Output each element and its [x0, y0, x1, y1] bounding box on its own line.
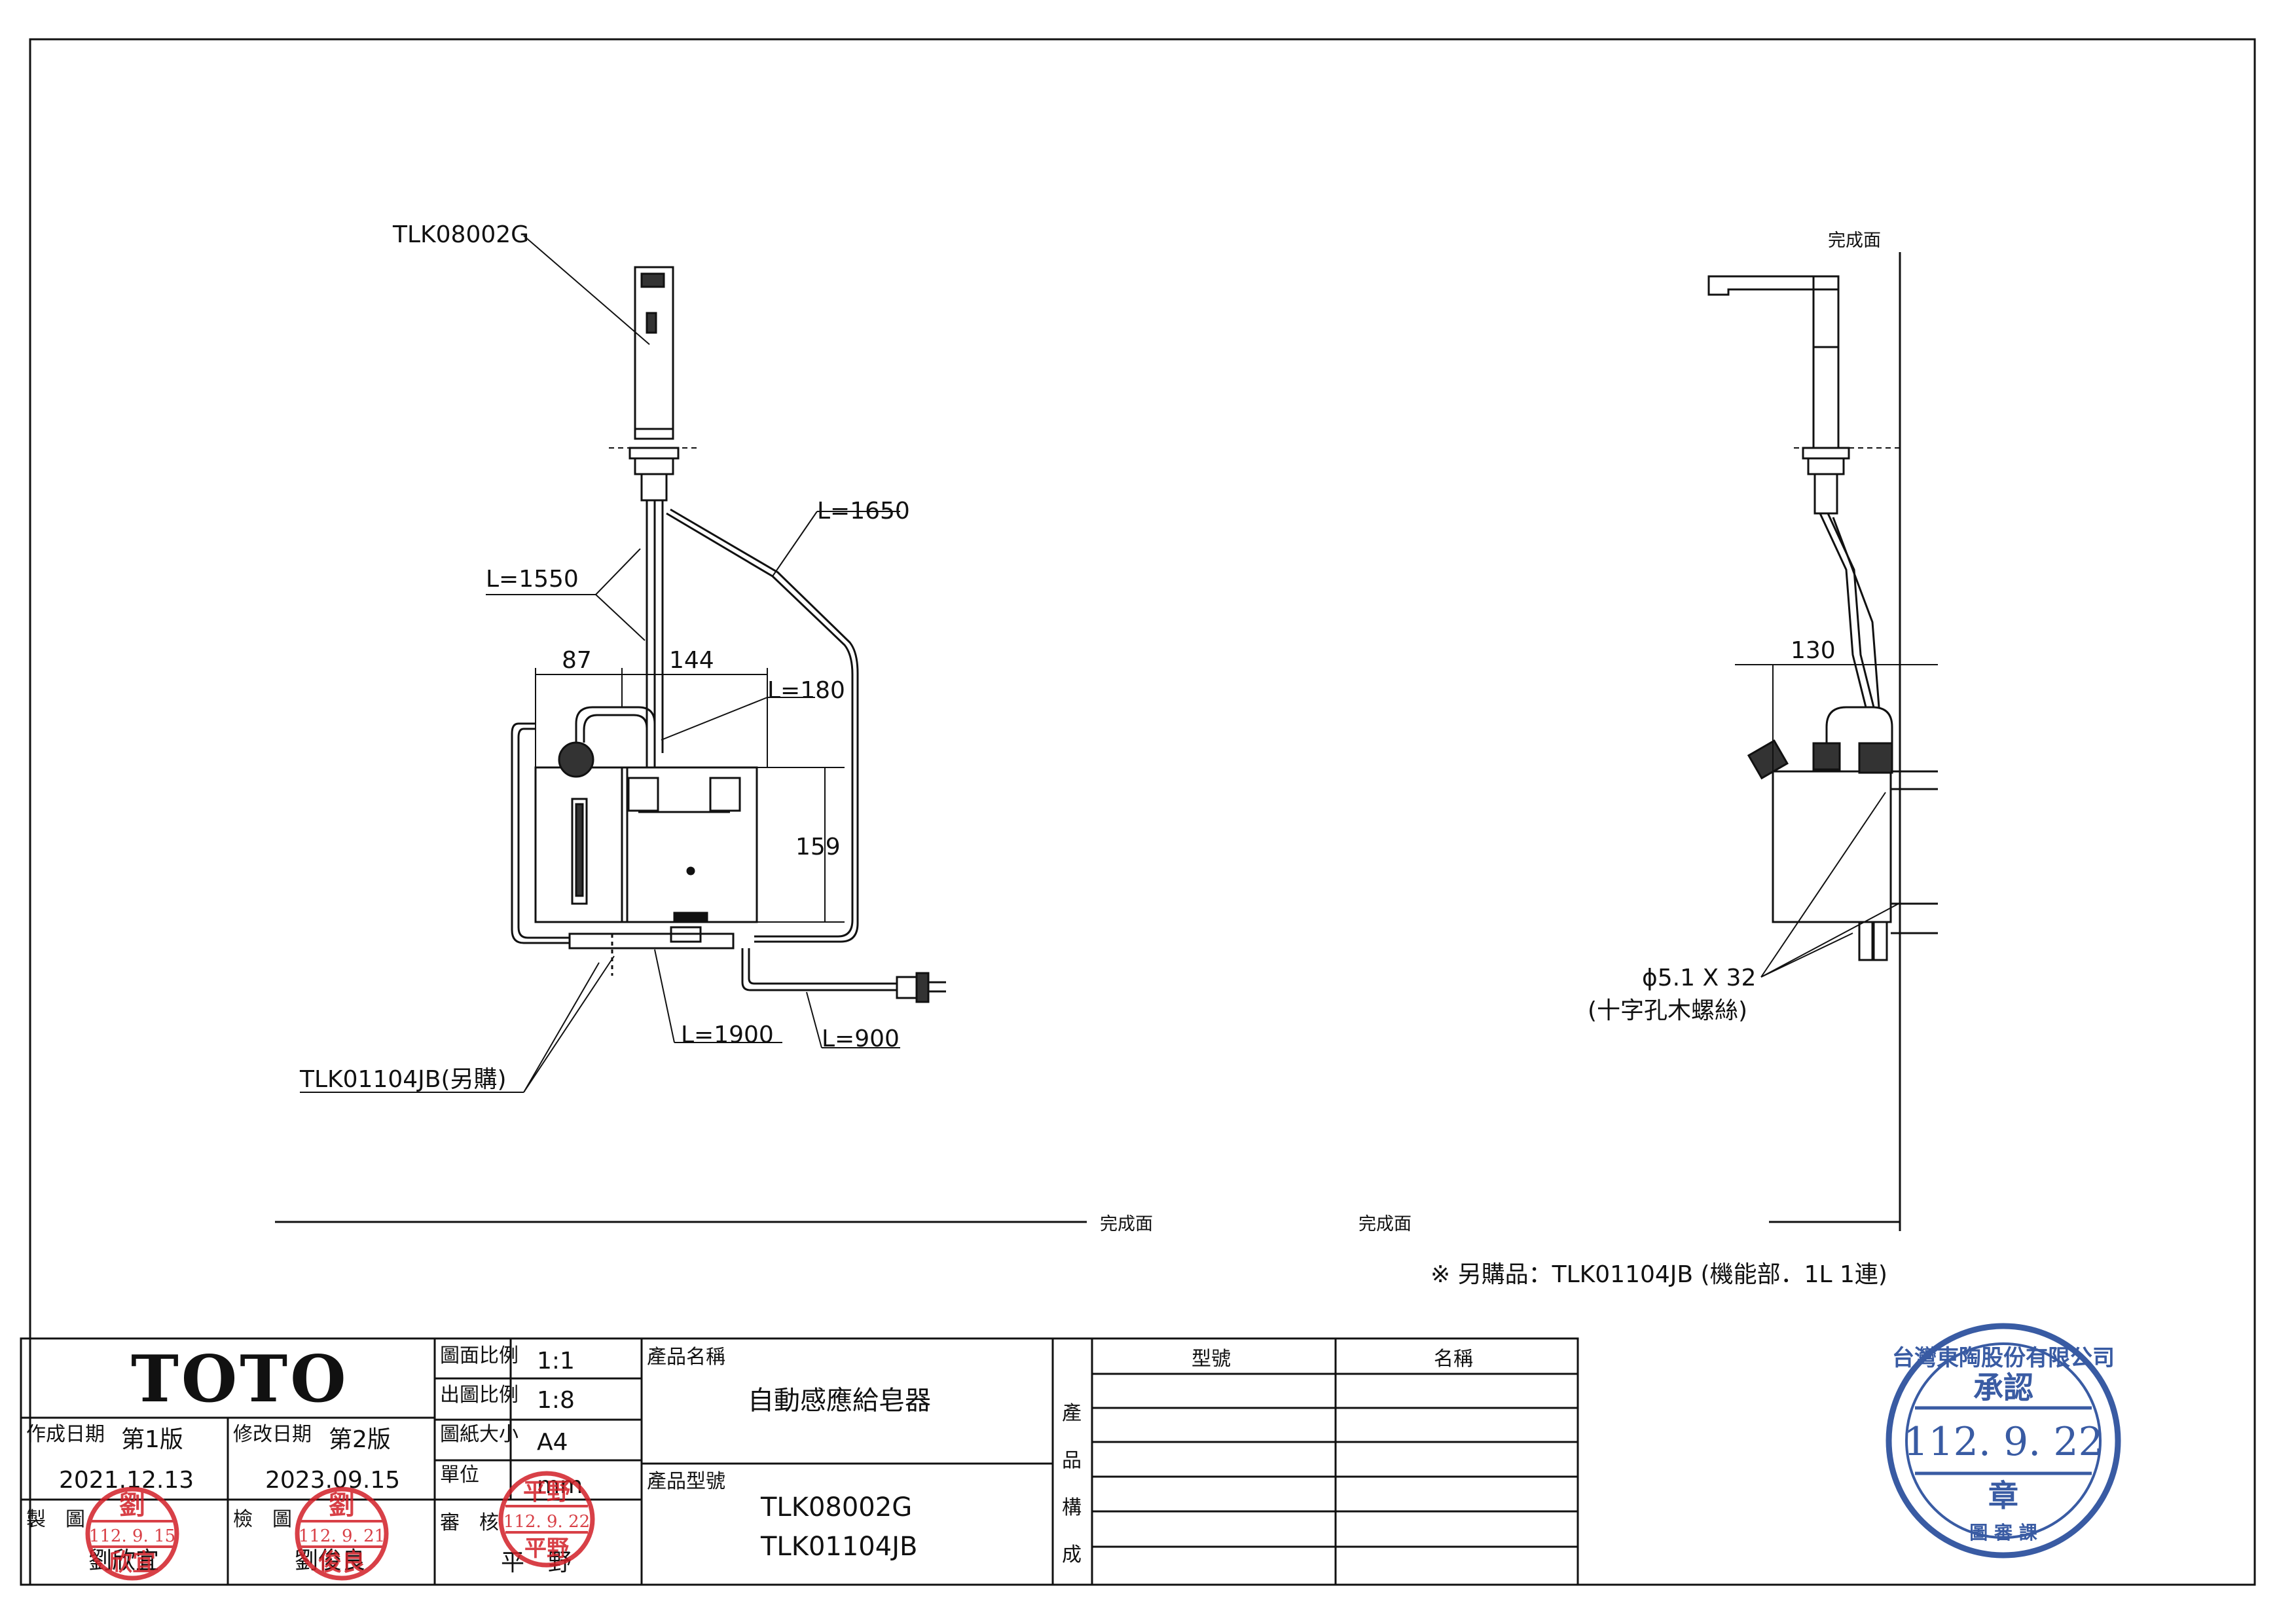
- approved-label: 審 核: [440, 1511, 499, 1534]
- drawn-name: 劉欣宜: [88, 1547, 159, 1574]
- reviewed-approval-stamp: 平野 112. 9. 22 平野: [498, 1471, 595, 1568]
- paper-label: 圖紙大小: [440, 1423, 519, 1446]
- side-dimensions: [1735, 664, 1938, 978]
- svg-text:劉: 劉: [329, 1490, 355, 1521]
- faucet-body: [634, 266, 674, 440]
- mounting-nut: [629, 447, 680, 460]
- base-bracket: [568, 932, 735, 950]
- created-label: 作成日期: [26, 1423, 105, 1446]
- composition-char-3: 構: [1062, 1496, 1082, 1519]
- svg-text:章: 章: [1988, 1478, 2018, 1513]
- label-dim-144: 144: [669, 647, 714, 674]
- svg-text:112. 9. 15: 112. 9. 15: [89, 1526, 175, 1546]
- svg-text:欣宜: 欣宜: [109, 1549, 156, 1576]
- level-window: [571, 798, 588, 905]
- toto-logo: TOTO: [131, 1342, 349, 1417]
- svg-text:112. 9. 21: 112. 9. 21: [299, 1526, 385, 1546]
- created-edition: 第1版: [121, 1426, 183, 1453]
- column-header-model: 型號: [1192, 1348, 1231, 1371]
- label-cable-l1650: L=1650: [817, 498, 910, 525]
- label-cable-l1900: L=1900: [681, 1022, 774, 1048]
- svg-text:平野: 平野: [524, 1536, 569, 1562]
- front-view: [275, 266, 1087, 1223]
- side-spout: [1707, 275, 1840, 296]
- drawn-approval-stamp: 劉 112. 9. 15 欣宜: [85, 1486, 179, 1581]
- product-model-label: 產品型號: [647, 1470, 725, 1493]
- svg-text:劉: 劉: [119, 1490, 145, 1521]
- svg-text:112. 9. 22: 112. 9. 22: [1903, 1419, 2103, 1465]
- label-finish-surface-left: 完成面: [1100, 1214, 1153, 1234]
- label-cable-l1550: L=1550: [486, 566, 579, 593]
- column-header-name: 名稱: [1434, 1348, 1473, 1371]
- composition-char-1: 產: [1062, 1402, 1082, 1425]
- side-unit-box: [1772, 770, 1892, 923]
- faucet-sensor: [646, 312, 657, 334]
- soap-unit-box: [534, 766, 758, 923]
- label-unit-model: TLK01104JB(另購): [299, 1066, 507, 1093]
- svg-text:台灣東陶股份有限公司: 台灣東陶股份有限公司: [1892, 1345, 2115, 1371]
- svg-text:平野: 平野: [523, 1478, 570, 1505]
- print-scale-value: 1:8: [537, 1387, 575, 1414]
- product-name-label: 產品名稱: [647, 1346, 725, 1369]
- composition-char-2: 品: [1062, 1449, 1082, 1472]
- label-dim-130: 130: [1791, 637, 1836, 664]
- checked-label: 檢 圖: [233, 1508, 292, 1531]
- checked-approval-stamp: 劉 112. 9. 21 俊良: [295, 1486, 389, 1581]
- title-block: [20, 1337, 1579, 1586]
- svg-text:112. 9. 22: 112. 9. 22: [503, 1512, 590, 1532]
- label-finish-surface-right: 完成面: [1358, 1214, 1412, 1234]
- paper-value: A4: [537, 1429, 568, 1456]
- drawn-label: 製 圖: [26, 1508, 85, 1531]
- tank-cap: [558, 741, 594, 778]
- label-screw-type: (十字孔木螺絲): [1588, 997, 1747, 1024]
- scale-value: 1:1: [537, 1348, 575, 1375]
- label-dim-87: 87: [562, 647, 592, 674]
- revised-edition: 第2版: [329, 1426, 391, 1453]
- svg-text:俊良: 俊良: [318, 1549, 365, 1576]
- product-name: 自動感應給皂器: [748, 1386, 931, 1416]
- print-scale-label: 出圖比例: [440, 1384, 519, 1407]
- scale-label: 圖面比例: [440, 1344, 519, 1367]
- label-cable-l900: L=900: [822, 1025, 900, 1052]
- side-faucet-body: [1812, 275, 1840, 449]
- front-dimensions: [300, 235, 900, 1093]
- label-screw-spec: ϕ5.1 X 32: [1642, 965, 1756, 991]
- cable-l1650: [666, 512, 854, 938]
- product-model-2: TLK01104JB: [760, 1532, 917, 1562]
- svg-text:承認: 承認: [1973, 1370, 2033, 1405]
- cable-l900: [741, 948, 897, 991]
- revised-label: 修改日期: [233, 1423, 312, 1446]
- side-view: [1707, 252, 1938, 1231]
- label-finish-surface-top: 完成面: [1828, 231, 1881, 251]
- product-model-1: TLK08002G: [760, 1492, 912, 1522]
- composition-char-4: 成: [1062, 1543, 1082, 1566]
- unit-label: 單位: [440, 1464, 479, 1486]
- note-optional-purchase: ※ 另購品：TLK01104JB (機能部．1L 1連): [1430, 1261, 1887, 1288]
- label-cable-l180: L=180: [767, 677, 845, 704]
- faucet-sensor-window: [640, 272, 665, 288]
- label-dim-159: 159: [795, 834, 841, 860]
- svg-text:圖 審 課: 圖 審 課: [1969, 1522, 2037, 1543]
- label-faucet-model: TLK08002G: [392, 221, 529, 248]
- company-approval-stamp: 台灣東陶股份有限公司 承認 112. 9. 22 章 圖 審 課: [1886, 1323, 2121, 1559]
